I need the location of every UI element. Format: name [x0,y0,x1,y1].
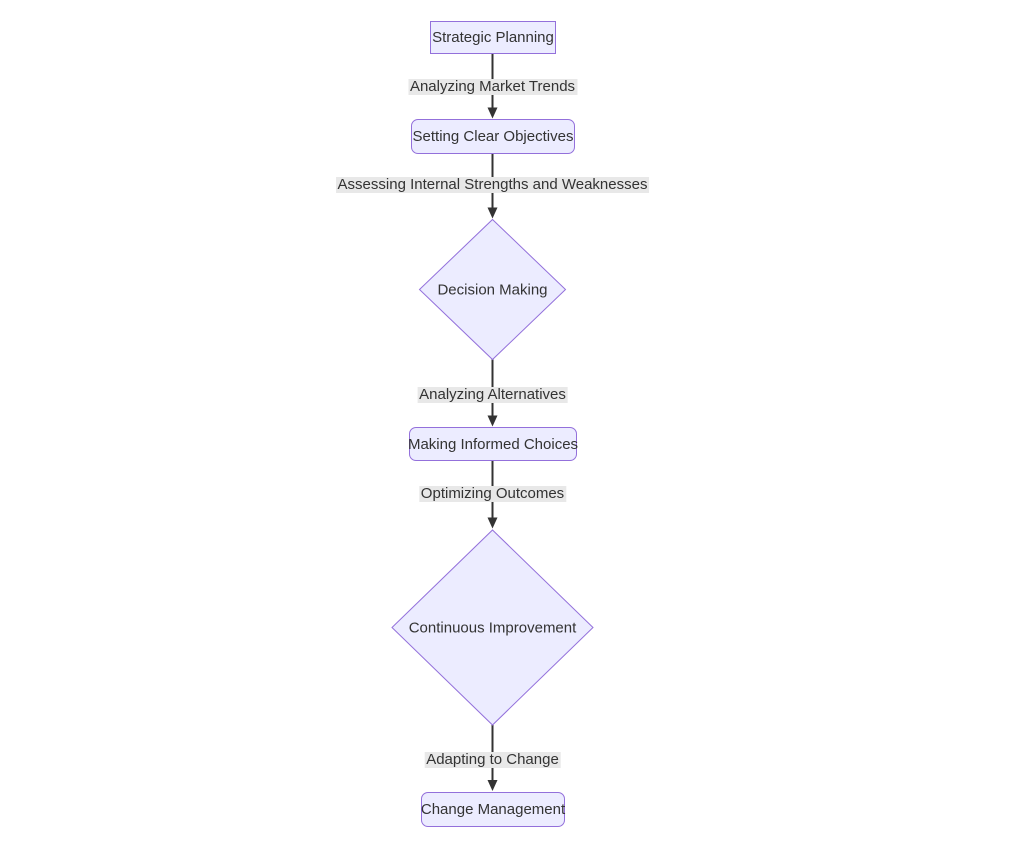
arrowhead-1 [487,107,498,119]
edge-label-analyzing-market-trends: Analyzing Market Trends [407,78,578,95]
node-change-management: Change Management [421,792,565,827]
node-change-management-label: Change Management [420,801,566,818]
arrowhead-3 [487,415,498,427]
edge-label-assessing-internal-strengths-and-weaknesses: Assessing Internal Strengths and Weaknes… [335,176,650,193]
node-strategic-planning: Strategic Planning [430,21,556,54]
arrowhead-2 [487,207,498,219]
node-making-informed-choices-label: Making Informed Choices [407,435,579,453]
node-continuous-improvement-shape [391,529,594,726]
arrowhead-4 [487,517,498,529]
node-setting-clear-objectives-label: Setting Clear Objectives [412,128,574,145]
edge-label-adapting-to-change: Adapting to Change [424,751,561,768]
edge-label-optimizing-outcomes: Optimizing Outcomes [418,485,567,502]
node-continuous-improvement-label: Continuous Improvement [408,619,577,636]
edge-label-analyzing-alternatives: Analyzing Alternatives [417,386,568,403]
node-making-informed-choices: Making Informed Choices [407,427,579,461]
arrowhead-5 [487,780,498,791]
node-decision-making-label: Decision Making [437,281,548,298]
node-setting-clear-objectives: Setting Clear Objectives [411,119,575,154]
node-decision-making-shape [418,218,567,361]
node-strategic-planning-label: Strategic Planning [432,29,554,46]
